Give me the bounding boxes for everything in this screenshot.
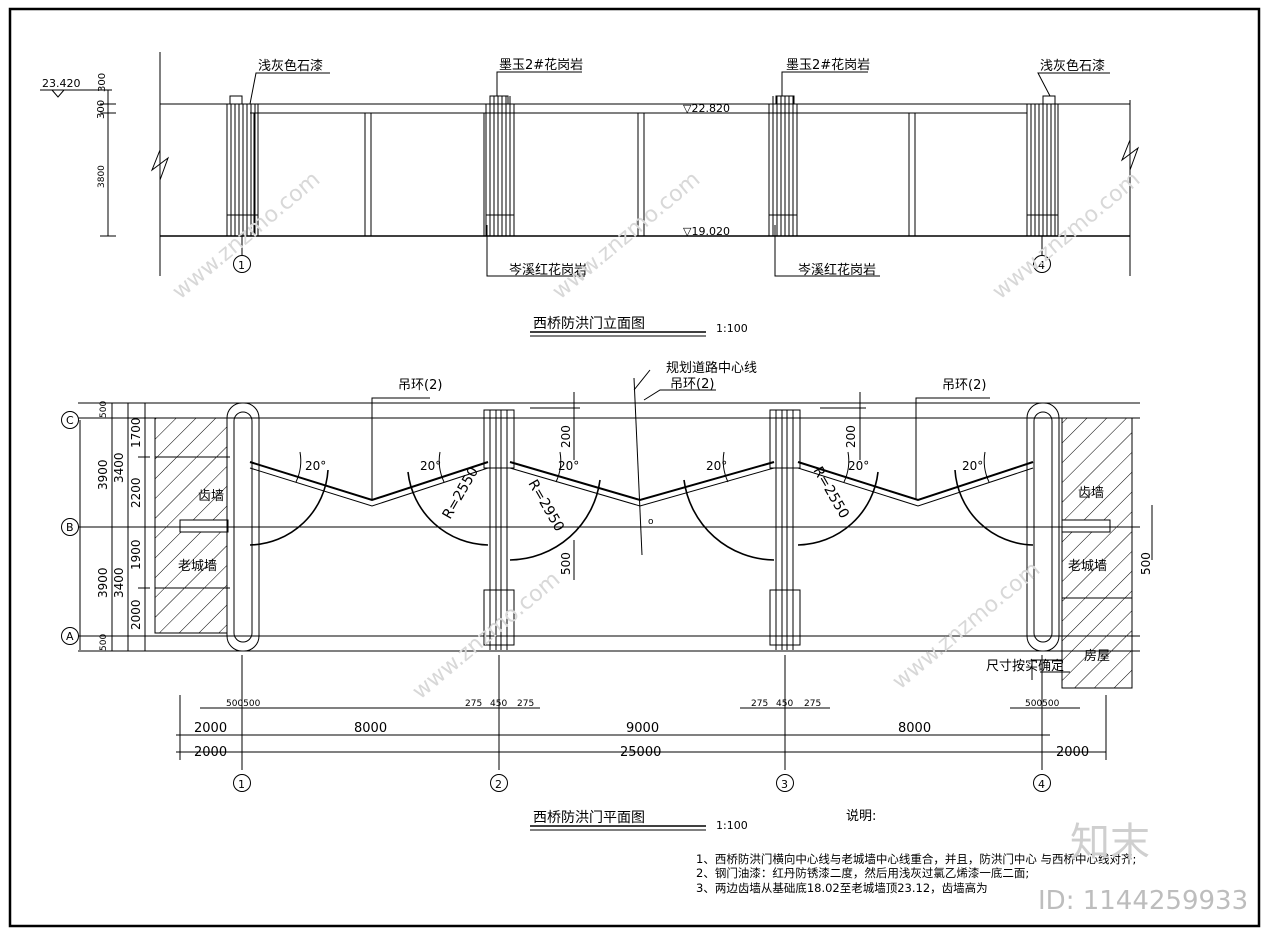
- label-radius-1: R=2550: [440, 465, 482, 522]
- grid-row-a: A: [66, 630, 74, 643]
- dim-300-a: 300: [97, 73, 108, 92]
- elevation-text: 23.420 300 300 3800 ▽22.820 ▽19.020 浅灰色石…: [42, 57, 1105, 335]
- label-granite-bottom-b: 岑溪红花岗岩: [798, 262, 876, 278]
- dim-row2-2000-a: 2000: [194, 745, 227, 760]
- angle-4: 20°: [706, 459, 727, 473]
- dim-left-3400-b: 3400: [112, 567, 126, 598]
- dim-small-mid-a-2: 450: [490, 699, 507, 709]
- label-tooth-wall-left: 齿墙: [198, 489, 224, 504]
- dim-row2-25000: 25000: [620, 745, 661, 760]
- plan-scale: 1:100: [716, 819, 748, 832]
- dim-small-mid-a-3: 275: [517, 699, 534, 709]
- dim-small-mid-b-1: 275: [751, 699, 768, 709]
- plan-axis-4: 4: [1038, 778, 1045, 791]
- grid-row-b: B: [66, 521, 74, 534]
- notes-heading: 说明:: [846, 809, 876, 824]
- dim-left-2000: 2000: [129, 599, 143, 630]
- plan-view: [61, 369, 1153, 831]
- angle-5: 20°: [848, 459, 869, 473]
- elev-axis-1: 1: [238, 259, 245, 272]
- elevation-title: 西桥防洪门立面图: [533, 316, 645, 332]
- note-item-3: 3、两边齿墙从基础底18.02至老城墙顶23.12，齿墙高为: [696, 881, 988, 895]
- dim-300-b: 300: [96, 100, 107, 119]
- label-stone-paint-left: 浅灰色石漆: [258, 58, 323, 74]
- elevation-view: [40, 52, 1140, 337]
- label-hoist-ring-3: 吊环(2): [942, 378, 986, 393]
- dim-500-b: 500: [1139, 552, 1153, 575]
- dim-200-b: 200: [844, 425, 858, 448]
- dim-left-500-b: 500: [99, 634, 109, 651]
- notes-block: 说明: 1、西桥防洪门横向中心线与老城墙中心线重合，并且，防洪门中心 与西桥中心…: [696, 809, 1136, 895]
- dim-row1-8000-a: 8000: [354, 721, 387, 736]
- dim-500-a: 500: [559, 552, 573, 575]
- center-mark: o: [648, 517, 654, 527]
- plan-title: 西桥防洪门平面图: [533, 810, 645, 826]
- dim-row1-2000: 2000: [194, 721, 227, 736]
- angle-3: 20°: [558, 459, 579, 473]
- angle-6: 20°: [962, 459, 983, 473]
- note-item-2: 2、钢门油漆：红丹防锈漆二度，然后用浅灰过氯乙烯漆一底二面;: [696, 866, 1029, 880]
- old-wall-right-hatch: [1061, 417, 1133, 599]
- label-granite-top-b: 墨玉2#花岗岩: [786, 57, 870, 73]
- label-radius-2: R=2950: [525, 477, 567, 534]
- label-house: 房屋: [1084, 648, 1110, 664]
- watermark-id: ID: 1144259933: [1038, 886, 1248, 916]
- label-tooth-wall-right: 齿墙: [1078, 486, 1104, 501]
- level-top: ▽22.820: [683, 102, 730, 115]
- dim-left-1700: 1700: [129, 417, 143, 448]
- dim-left-3400-a: 3400: [112, 452, 126, 483]
- dim-3800: 3800: [97, 165, 107, 188]
- top-level-value: 23.420: [42, 77, 81, 90]
- dim-200-a: 200: [559, 425, 573, 448]
- label-road-center: 规划道路中心线: [666, 360, 757, 376]
- label-hoist-ring-2: 吊环(2): [670, 377, 714, 392]
- angle-2: 20°: [420, 459, 441, 473]
- elev-axis-4: 4: [1038, 259, 1045, 272]
- dim-small-mid-a-1: 275: [465, 699, 482, 709]
- dim-left-500-a: 500: [99, 401, 109, 418]
- angle-1: 20°: [305, 459, 326, 473]
- dim-left-3900-b: 3900: [96, 567, 110, 598]
- level-bottom: ▽19.020: [683, 225, 730, 238]
- dim-left-3900-a: 3900: [96, 459, 110, 490]
- sheet-border: [8, 7, 1261, 928]
- elevation-scale: 1:100: [716, 322, 748, 335]
- dim-left-2200: 2200: [129, 477, 143, 508]
- plan-axis-1: 1: [238, 778, 245, 791]
- label-old-wall-left: 老城墙: [178, 559, 217, 574]
- label-granite-bottom-a: 岑溪红花岗岩: [509, 262, 587, 278]
- label-stone-paint-right: 浅灰色石漆: [1040, 58, 1105, 74]
- dim-small-mid-b-3: 275: [804, 699, 821, 709]
- label-granite-top-a: 墨玉2#花岗岩: [499, 57, 583, 73]
- dim-small-mid-b-2: 450: [776, 699, 793, 709]
- dim-row1-9000: 9000: [626, 721, 659, 736]
- note-item-1: 1、西桥防洪门横向中心线与老城墙中心线重合，并且，防洪门中心 与西桥中心线对齐;: [696, 852, 1136, 866]
- label-old-wall-right: 老城墙: [1068, 559, 1107, 574]
- dim-left-1900: 1900: [129, 539, 143, 570]
- label-size-note: 尺寸按实确定: [986, 659, 1064, 674]
- dim-row2-2000-b: 2000: [1056, 745, 1089, 760]
- dim-small-left: 500500: [226, 699, 261, 709]
- plan-axis-2: 2: [495, 778, 502, 791]
- dim-small-right: 500500: [1025, 699, 1060, 709]
- label-hoist-ring-1: 吊环(2): [398, 378, 442, 393]
- plan-axis-3: 3: [781, 778, 788, 791]
- watermark-logo: 知末: [1070, 820, 1150, 866]
- dim-row1-8000-b: 8000: [898, 721, 931, 736]
- grid-row-c: C: [66, 414, 74, 427]
- plan-text: C B A 3900 3900 500 3400 3400 500 1700 2…: [66, 360, 1153, 832]
